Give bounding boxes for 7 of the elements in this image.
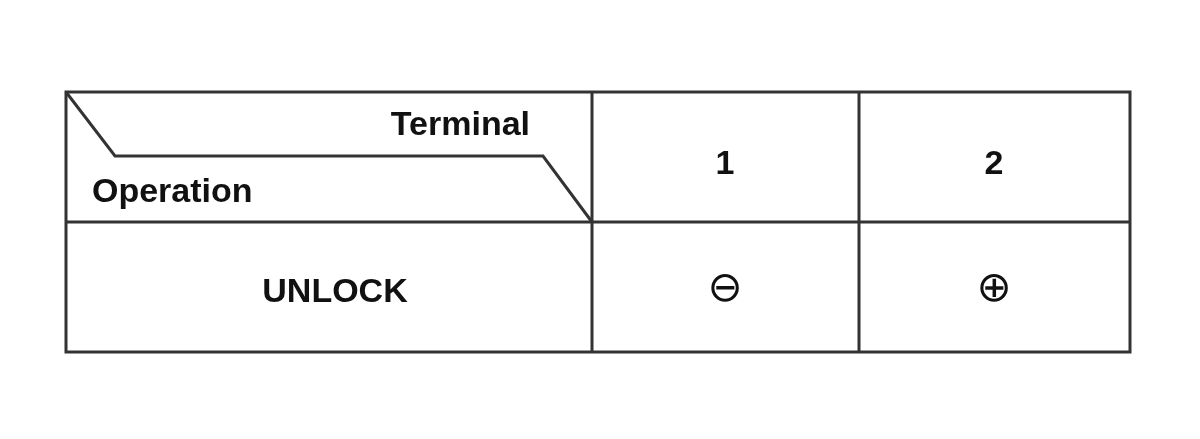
positive-sign: ⊕	[976, 266, 1012, 308]
row-label: UNLOCK	[262, 273, 408, 307]
column-header: 1	[715, 145, 735, 179]
column-header: 2	[984, 145, 1004, 179]
column-header: Terminal	[390, 106, 530, 140]
row-header: Operation	[92, 173, 253, 207]
negative-sign: ⊖	[707, 266, 743, 308]
